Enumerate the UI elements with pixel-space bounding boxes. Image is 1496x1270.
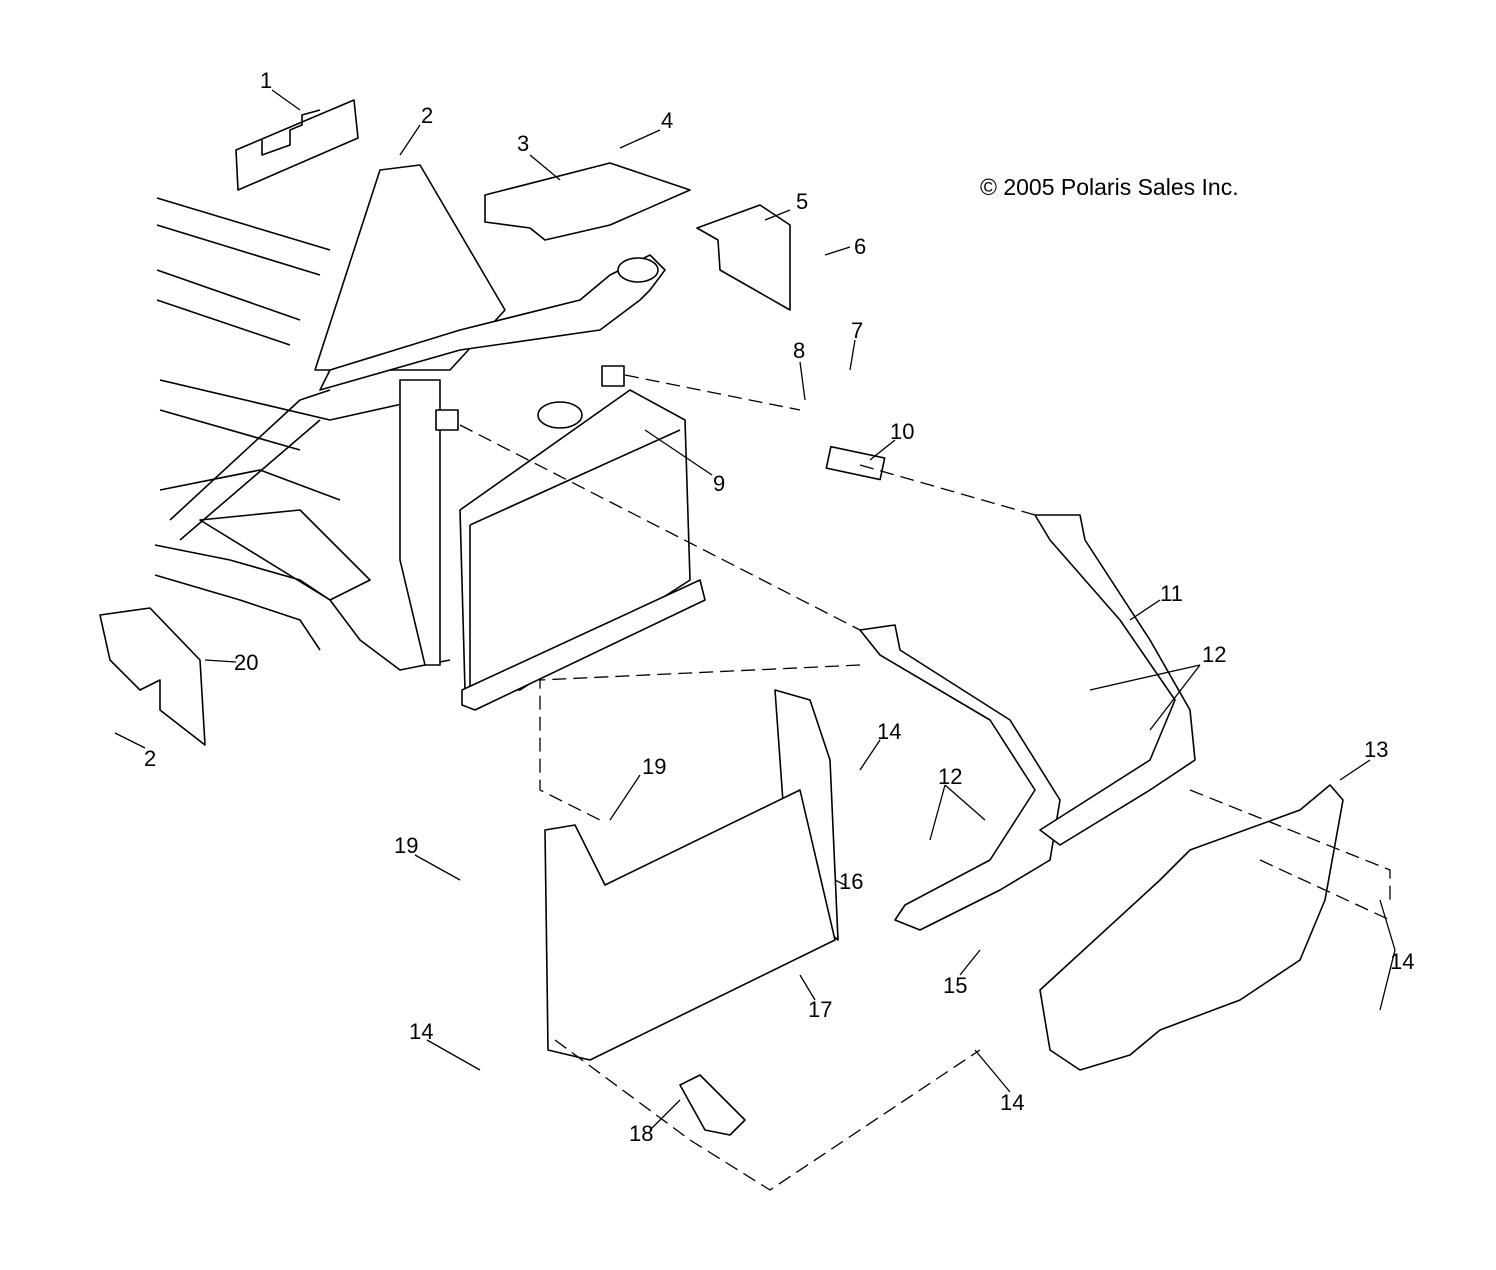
part-13-skidplate [1039, 784, 1344, 1071]
callout-7: 7 [851, 318, 863, 343]
callout-9: 9 [713, 471, 725, 496]
callout-11: 11 [1160, 581, 1183, 606]
part-20-panel [99, 607, 206, 746]
callout-12: 12 [1202, 642, 1226, 667]
part-5-bracket [696, 204, 791, 311]
callout-3: 3 [517, 131, 529, 156]
copyright-text: © 2005 Polaris Sales Inc. [980, 174, 1239, 200]
callout-2: 2 [421, 103, 433, 128]
callout-4: 4 [661, 108, 673, 133]
part-11-bumper [859, 624, 1061, 931]
callout-19a: 19 [642, 754, 666, 779]
callout-12b: 12 [938, 764, 962, 789]
callout-13: 13 [1364, 737, 1388, 762]
callout-5: 5 [796, 189, 808, 214]
callout-14c: 14 [409, 1019, 433, 1044]
part-11-bumper-rear [1034, 514, 1196, 846]
part-3-plate [484, 162, 691, 241]
leader-lines [114, 89, 1396, 1131]
callout-14a: 14 [877, 719, 901, 744]
callout-15: 15 [943, 973, 967, 998]
part-10-block [825, 445, 886, 481]
callout-1: 1 [260, 68, 272, 93]
callout-18: 18 [629, 1121, 653, 1146]
callout-14d: 14 [1000, 1090, 1024, 1115]
part-1-bracket [235, 99, 359, 191]
callout-2b: 2 [144, 746, 156, 771]
callout-14b: 14 [1390, 949, 1414, 974]
part-17-shield [544, 789, 836, 1061]
callout-17: 17 [808, 997, 832, 1022]
callout-6: 6 [854, 234, 866, 259]
part-18-clip [679, 1074, 746, 1136]
callout-19b: 19 [394, 833, 418, 858]
callout-10: 10 [890, 419, 914, 444]
callout-8: 8 [793, 338, 805, 363]
radiator [459, 389, 706, 711]
callout-16: 16 [839, 869, 863, 894]
chassis-frame [154, 164, 666, 671]
callout-labels: 1 2 3 4 5 6 7 8 9 10 11 12 12 13 14 14 1… [144, 68, 1414, 1146]
assembly-lines [459, 374, 1391, 1191]
callout-20: 20 [234, 650, 258, 675]
